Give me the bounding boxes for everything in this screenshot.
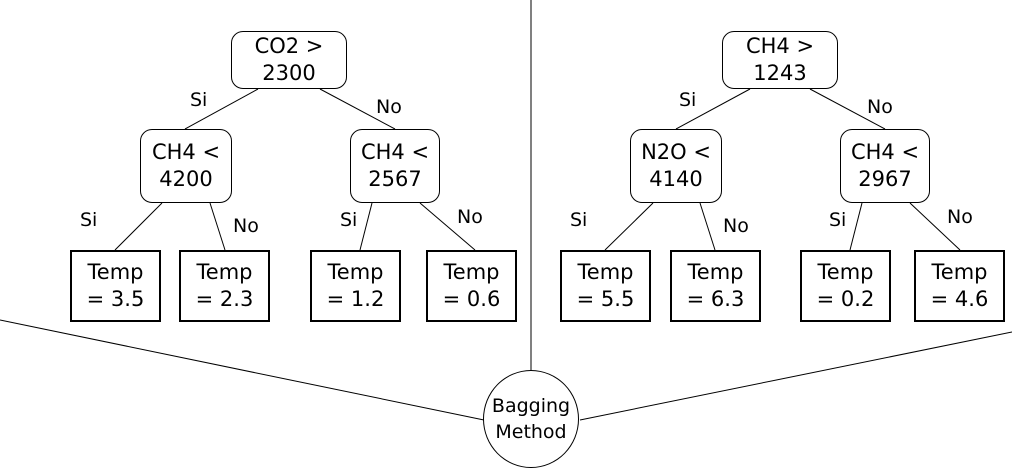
t2-root-line2: 1243 bbox=[753, 61, 807, 85]
t1-leaf-4-branch-label: No bbox=[457, 206, 483, 228]
bagging-method-node: Bagging Method bbox=[483, 370, 579, 468]
bagging-line1: Bagging bbox=[491, 395, 571, 417]
t1-right-line2: 2567 bbox=[368, 167, 422, 191]
t1-root-to-left bbox=[184, 88, 259, 130]
t1-leaf-4-line2: = 0.6 bbox=[442, 287, 501, 311]
t2-root-line1: CH4 > bbox=[745, 34, 815, 58]
t2-right-line2: 2967 bbox=[858, 167, 912, 191]
t1-leaf-3-line2: = 1.2 bbox=[326, 287, 385, 311]
t1-leaf-4: Temp = 0.6 bbox=[426, 250, 517, 322]
t1-leaf-2-branch-label: No bbox=[233, 215, 259, 237]
t2-leaf-4-line2: = 4.6 bbox=[930, 287, 989, 311]
t2-right-line1: CH4 < bbox=[850, 140, 920, 164]
t2-leaf-1-line1: Temp bbox=[577, 260, 634, 284]
t2-leaf-1-line2: = 5.5 bbox=[576, 287, 635, 311]
t1-right-to-leaf3 bbox=[359, 202, 373, 251]
t2-leaf-2-line1: Temp bbox=[687, 260, 744, 284]
t1-leaf-4-line1: Temp bbox=[443, 260, 500, 284]
t1-leaf-3: Temp = 1.2 bbox=[310, 250, 401, 322]
t1-left-node: CH4 < 4200 bbox=[140, 129, 232, 203]
t2-root-to-left bbox=[675, 88, 751, 130]
t1-leaf-1-line1: Temp bbox=[87, 260, 144, 284]
t2-leaf-3-line1: Temp bbox=[817, 260, 874, 284]
t2-left-to-leaf2 bbox=[699, 202, 716, 251]
t2-leaf-1: Temp = 5.5 bbox=[560, 250, 651, 322]
t1-root-line1: CO2 > bbox=[254, 34, 324, 58]
t2-leaf-3-branch-label: Si bbox=[829, 209, 847, 231]
t1-left-line1: CH4 < bbox=[151, 140, 221, 164]
t2-left-node: N2O < 4140 bbox=[630, 129, 722, 203]
aggregate-line-left bbox=[0, 319, 485, 421]
t2-root-no-label: No bbox=[867, 96, 893, 118]
t1-root-yes-label: Si bbox=[190, 89, 208, 111]
t2-leaf-2: Temp = 6.3 bbox=[670, 250, 761, 322]
t1-right-line1: CH4 < bbox=[360, 140, 430, 164]
t2-leaf-3-line2: = 0.2 bbox=[816, 287, 875, 311]
t2-leaf-1-branch-label: Si bbox=[570, 209, 588, 231]
t1-leaf-1: Temp = 3.5 bbox=[70, 250, 161, 322]
t2-left-line1: N2O < bbox=[641, 140, 711, 164]
t1-right-node: CH4 < 2567 bbox=[350, 129, 440, 203]
t2-leaf-4-line1: Temp bbox=[931, 260, 988, 284]
t1-leaf-3-line1: Temp bbox=[327, 260, 384, 284]
t2-root-to-right bbox=[809, 88, 886, 130]
t2-left-line2: 4140 bbox=[649, 167, 703, 191]
t1-leaf-2: Temp = 2.3 bbox=[179, 250, 270, 322]
t1-root-to-right bbox=[319, 88, 396, 130]
t2-right-to-leaf4 bbox=[909, 202, 961, 251]
t2-root-yes-label: Si bbox=[679, 89, 697, 111]
t1-root-no-label: No bbox=[376, 96, 402, 118]
t2-right-node: CH4 < 2967 bbox=[840, 129, 930, 203]
t1-root-line2: 2300 bbox=[262, 61, 316, 85]
t1-leaf-1-branch-label: Si bbox=[80, 209, 98, 231]
t2-left-to-leaf1 bbox=[604, 202, 654, 251]
t1-left-to-leaf2 bbox=[209, 202, 226, 251]
aggregate-line-right bbox=[579, 331, 1012, 421]
t1-leaf-2-line1: Temp bbox=[196, 260, 253, 284]
t1-left-line2: 4200 bbox=[159, 167, 213, 191]
bagging-line2: Method bbox=[495, 421, 567, 443]
t2-leaf-2-line2: = 6.3 bbox=[686, 287, 745, 311]
t2-leaf-4-branch-label: No bbox=[947, 206, 973, 228]
t2-leaf-3: Temp = 0.2 bbox=[800, 250, 891, 322]
t1-leaf-1-line2: = 3.5 bbox=[86, 287, 145, 311]
t1-root-node: CO2 > 2300 bbox=[231, 31, 347, 89]
t2-leaf-2-branch-label: No bbox=[723, 215, 749, 237]
t2-leaf-4: Temp = 4.6 bbox=[914, 250, 1005, 322]
t1-leaf-3-branch-label: Si bbox=[340, 209, 358, 231]
t2-root-node: CH4 > 1243 bbox=[722, 31, 838, 89]
t1-right-to-leaf4 bbox=[419, 202, 476, 251]
t1-leaf-2-line2: = 2.3 bbox=[195, 287, 254, 311]
t2-right-to-leaf3 bbox=[849, 202, 863, 251]
t1-left-to-leaf1 bbox=[114, 202, 163, 251]
